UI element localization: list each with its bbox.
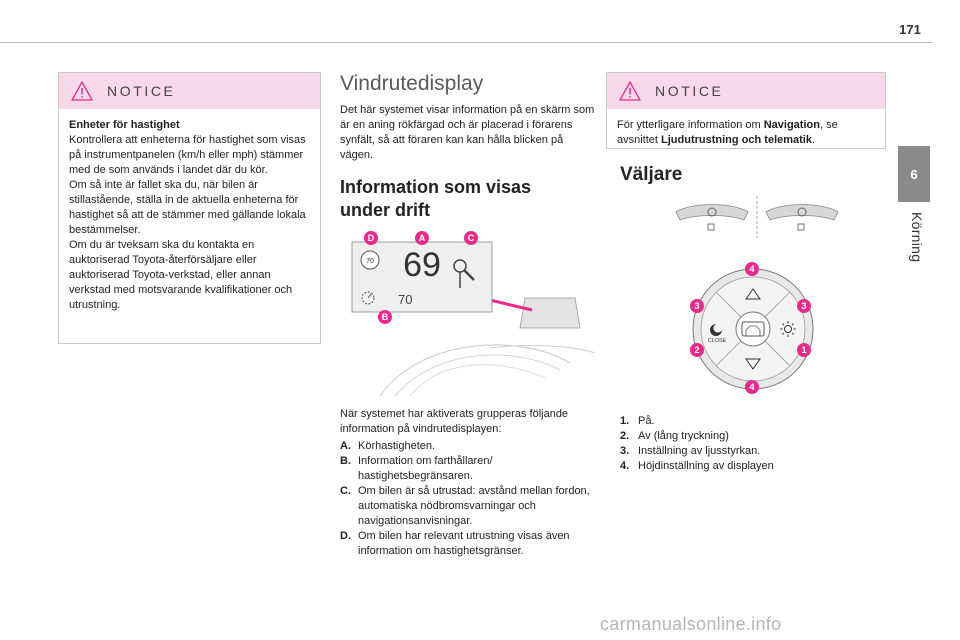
height-down-icon[interactable]	[745, 358, 761, 370]
header-divider	[0, 42, 932, 43]
section-subtitle-info: Information som visas under drift	[340, 177, 532, 220]
hud-intro: Det här systemet visar information på en…	[340, 104, 595, 161]
page-number: 171	[899, 22, 921, 37]
link-navigation: Navigation	[763, 119, 820, 131]
brightness-down-icon[interactable]	[710, 324, 722, 336]
label-a: A	[415, 231, 429, 245]
list-item: D.Om bilen har relevant utrustning visas…	[340, 530, 570, 557]
notice-heading: Enheter för hastighet	[69, 119, 180, 131]
chapter-label: Körning	[909, 212, 925, 263]
chapter-tab[interactable]: 6	[898, 146, 930, 202]
notice-body: Enheter för hastighet Kontrollera att en…	[59, 109, 320, 323]
warning-icon	[71, 81, 93, 101]
list-item: C.Om bilen är så utrustad: avstånd mella…	[340, 485, 590, 527]
hud-set-speed: 70	[398, 292, 412, 307]
notice-header: NOTICE	[59, 73, 320, 109]
notice-body: För ytterligare information om Navigatio…	[617, 119, 838, 146]
label-c: C	[464, 231, 478, 245]
notice-title: NOTICE	[107, 83, 176, 99]
link-audio-telematics: Ljudutrustning och telematik	[661, 134, 812, 146]
list-item: 2.Av (lång tryckning)	[620, 430, 729, 442]
switch-list: 1.På. 2.Av (lång tryckning) 3.Inställnin…	[620, 414, 880, 474]
notice-text: Kontrollera att enheterna för hastighet …	[69, 134, 306, 311]
list-item: 3.Inställning av ljusstyrkan.	[620, 445, 761, 457]
label-3-left: 3	[690, 299, 704, 313]
label-d: D	[364, 231, 378, 245]
label-3-right: 3	[797, 299, 811, 313]
label-2: 2	[690, 343, 704, 357]
hud-control-switch: CLOSE	[692, 268, 814, 390]
notice-title: NOTICE	[655, 83, 724, 99]
label-b: B	[378, 310, 392, 324]
list-intro: När systemet har aktiverats grupperas fö…	[340, 408, 569, 435]
section-title-switches: Väljare	[620, 164, 683, 185]
hud-limit-sign: 70	[366, 258, 374, 265]
list-item: B.Information om farthållaren/ hastighet…	[340, 455, 493, 482]
list-item: 1.På.	[620, 415, 655, 427]
hud-speed-value: 69	[403, 246, 441, 284]
label-1: 1	[797, 343, 811, 357]
height-up-icon[interactable]	[745, 288, 761, 300]
list-item: A.Körhastigheten.	[340, 440, 436, 452]
section-title-hud: Vindrutedisplay	[340, 72, 484, 95]
notice-header: NOTICE	[607, 73, 885, 109]
brightness-up-icon[interactable]	[780, 321, 796, 337]
label-4-bottom: 4	[745, 380, 759, 394]
steering-wheel-illustration	[675, 196, 839, 238]
warning-icon	[619, 81, 641, 101]
cruise-control-icon	[361, 291, 375, 305]
label-4-top: 4	[745, 262, 759, 276]
notice-box-units: NOTICE Enheter för hastighet Kontrollera…	[58, 72, 321, 344]
close-label: CLOSE	[708, 338, 727, 344]
watermark: carmanualsonline.info	[600, 614, 782, 634]
list-item: 4.Höjdinställning av displayen	[620, 460, 774, 472]
navigation-arrow-icon	[453, 259, 475, 288]
notice-box-navigation: NOTICE För ytterligare information om Na…	[606, 72, 886, 149]
info-list: A.Körhastigheten. B.Information om farth…	[340, 439, 598, 559]
